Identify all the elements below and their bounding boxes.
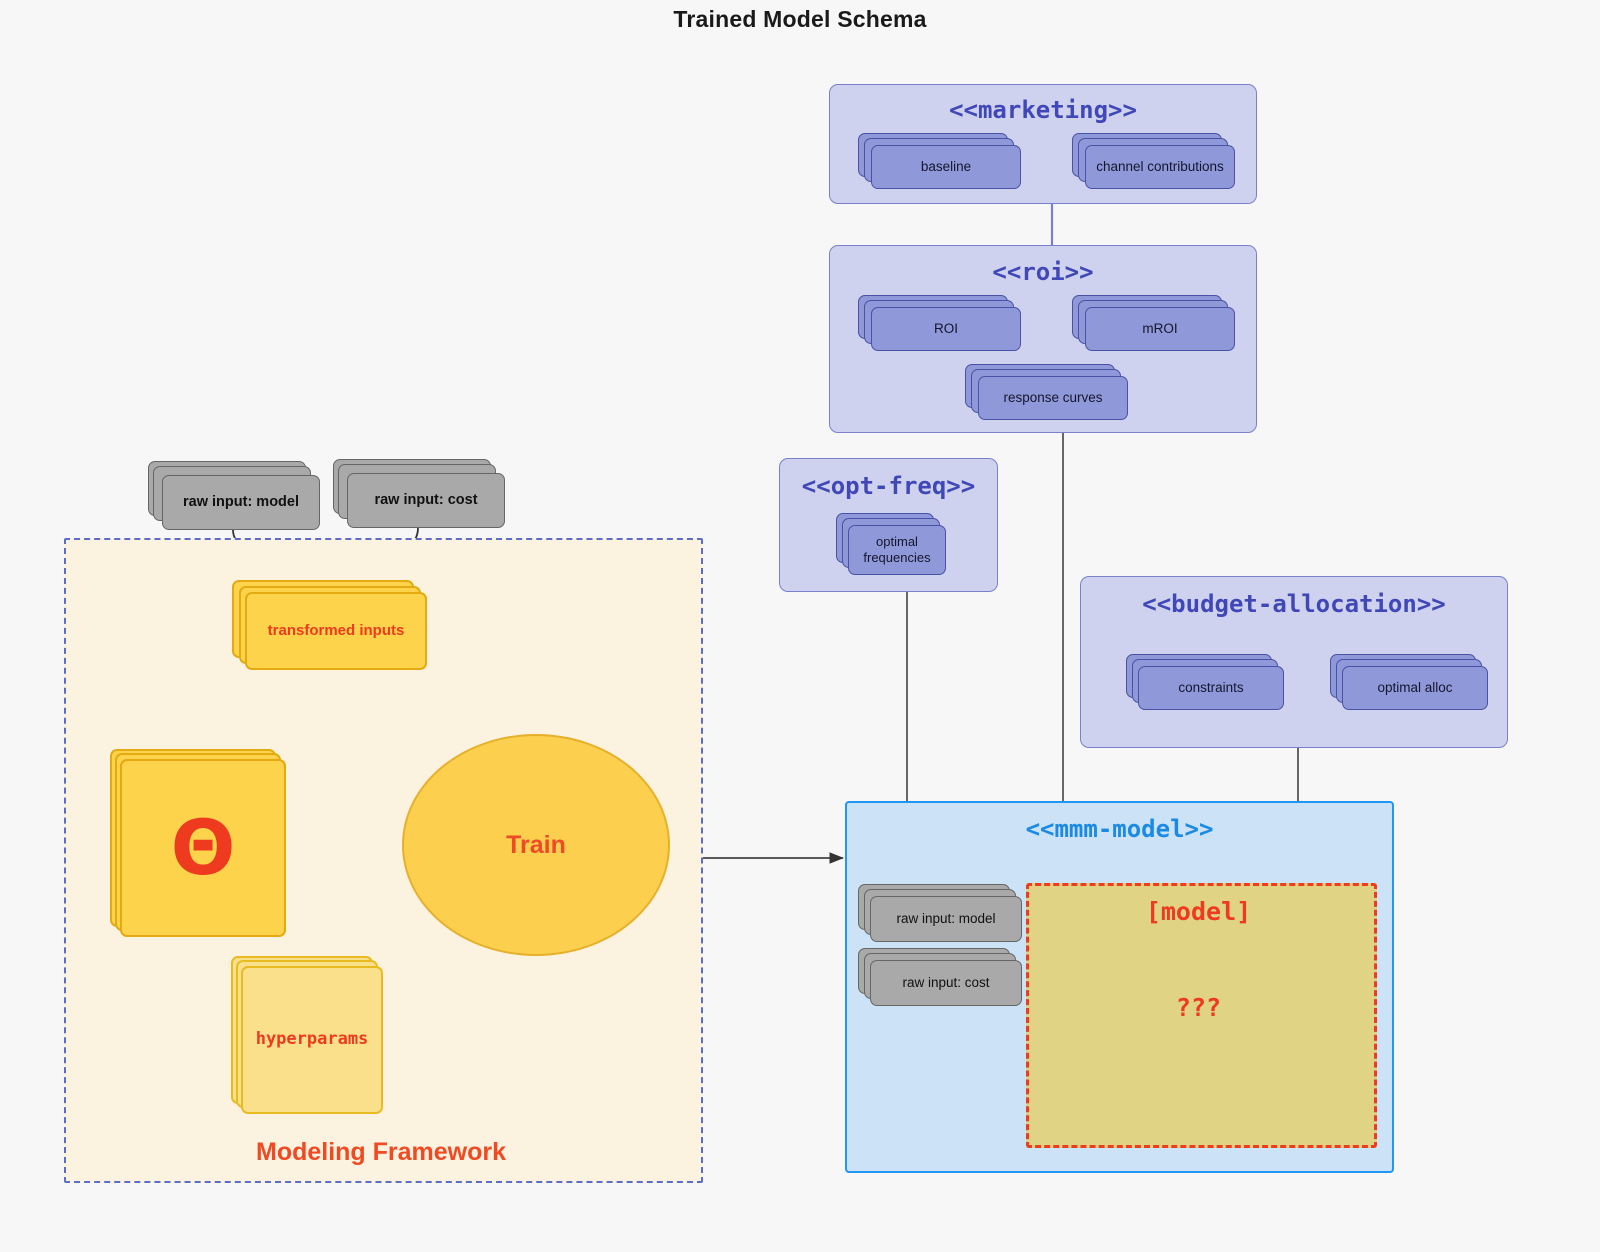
model-placeholder-name: [model] — [1145, 897, 1252, 926]
node-label: raw input: cost — [374, 492, 478, 509]
node-label: raw input: cost — [902, 974, 990, 990]
node-roi[interactable]: ROI — [858, 295, 1021, 351]
node-label-wrap: hyperparams — [241, 966, 383, 1114]
node-baseline[interactable]: baseline — [858, 133, 1021, 189]
node-label-wrap: raw input: cost — [870, 960, 1022, 1006]
node-label-wrap: baseline — [871, 145, 1021, 189]
node-label: mROI — [1142, 320, 1178, 336]
train-label: Train — [506, 830, 566, 859]
page-title: Trained Model Schema — [673, 6, 927, 32]
node-label-wrap: ROI — [871, 307, 1021, 351]
theta-glyph: Θ — [170, 803, 236, 892]
node-response-curves[interactable]: response curves — [965, 364, 1128, 420]
node-label-wrap: transformed inputs — [245, 592, 427, 670]
node-mroi[interactable]: mROI — [1072, 295, 1235, 351]
package-mmm-model-title: <<mmm-model>> — [1025, 815, 1214, 843]
node-transformed-inputs[interactable]: transformed inputs — [232, 580, 427, 670]
node-label-line2: frequencies — [863, 550, 931, 565]
node-mmm-raw-input-model[interactable]: raw input: model — [858, 884, 1022, 942]
node-optimal-alloc[interactable]: optimal alloc — [1330, 654, 1488, 710]
node-label-wrap: optimal alloc — [1342, 666, 1488, 710]
node-label-wrap: channel contributions — [1085, 145, 1235, 189]
node-label: hyperparams — [255, 1029, 369, 1050]
package-opt-freq-title: <<opt-freq>> — [801, 472, 976, 500]
node-label-wrap: raw input: model — [162, 475, 320, 530]
node-label-wrap: mROI — [1085, 307, 1235, 351]
node-theta[interactable]: Θ — [110, 749, 286, 937]
node-label-line1: optimal — [876, 533, 918, 549]
node-label-wrap: raw input: cost — [347, 473, 505, 528]
node-label: raw input: model — [896, 910, 996, 926]
model-placeholder-unknown: ??? — [1175, 993, 1222, 1022]
node-label: raw input: model — [183, 494, 299, 511]
node-channel-contributions[interactable]: channel contributions — [1072, 133, 1235, 189]
node-optimal-frequencies[interactable]: optimal frequencies — [836, 513, 946, 575]
node-label-wrap: response curves — [978, 376, 1128, 420]
node-constraints[interactable]: constraints — [1126, 654, 1284, 710]
node-label: response curves — [1003, 389, 1103, 405]
model-placeholder-box[interactable] — [1026, 883, 1377, 1148]
node-mmm-raw-input-cost[interactable]: raw input: cost — [858, 948, 1022, 1006]
node-label: ROI — [933, 320, 958, 336]
node-label-wrap: optimal frequencies — [848, 525, 946, 575]
node-label: baseline — [920, 158, 972, 174]
node-raw-input-model[interactable]: raw input: model — [148, 461, 320, 530]
node-label-wrap: raw input: model — [870, 896, 1022, 942]
node-label: channel contributions — [1096, 158, 1224, 174]
node-label: transformed inputs — [267, 621, 405, 639]
package-marketing-title: <<marketing>> — [949, 96, 1137, 124]
node-label: optimal alloc — [1377, 679, 1453, 695]
node-raw-input-cost[interactable]: raw input: cost — [333, 459, 505, 528]
modeling-framework-label: Modeling Framework — [256, 1138, 507, 1166]
package-budget-allocation-title: <<budget-allocation>> — [1142, 590, 1446, 618]
node-hyperparams[interactable]: hyperparams — [231, 956, 383, 1114]
node-label-wrap: constraints — [1138, 666, 1284, 710]
node-label-wrap: Θ — [120, 759, 286, 937]
node-train[interactable]: Train — [402, 734, 670, 956]
package-roi-title: <<roi>> — [992, 258, 1094, 286]
node-label: constraints — [1178, 679, 1244, 695]
